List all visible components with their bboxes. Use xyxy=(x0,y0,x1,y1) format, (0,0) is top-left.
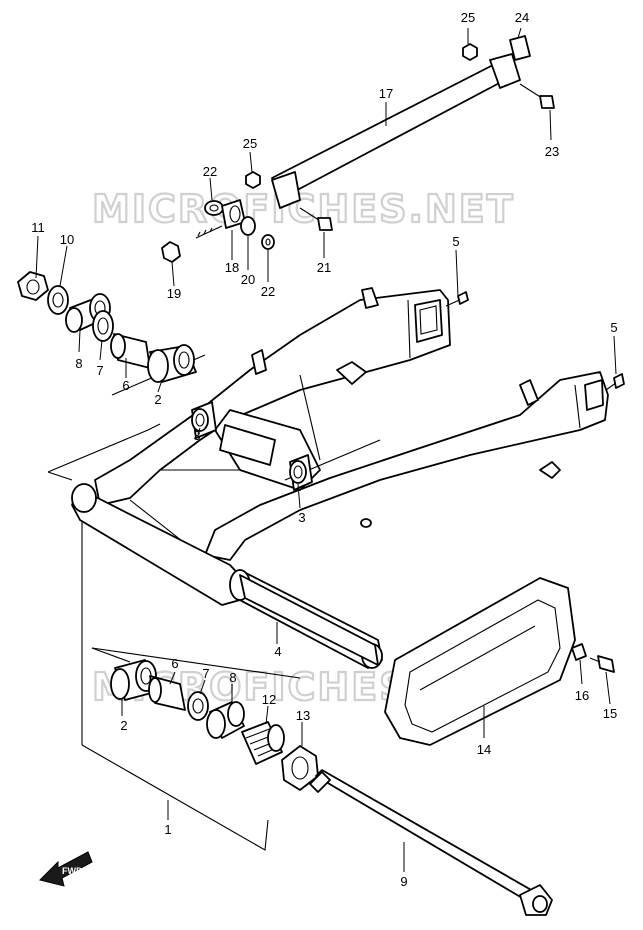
callouts: 1 2 2 3 3 4 5 5 6 6 7 7 8 8 9 10 11 12 1… xyxy=(31,10,617,889)
callout-7-upper: 7 xyxy=(96,363,103,378)
callout-8-lower: 8 xyxy=(229,670,236,685)
part-20-bushing xyxy=(240,216,256,236)
part-25-nut-mid xyxy=(245,171,261,189)
callout-15: 15 xyxy=(603,706,617,721)
part-7-washer-lower xyxy=(187,691,209,721)
fwd-label: FWD xyxy=(62,866,83,876)
assembly-outline xyxy=(47,354,301,851)
part-25-nut-top xyxy=(462,43,478,61)
part-10-washer xyxy=(47,285,69,315)
bearing-3-upper xyxy=(191,401,217,439)
callout-9: 9 xyxy=(400,874,407,889)
callout-25-top: 25 xyxy=(461,10,475,25)
part-6-spacer-lower xyxy=(148,675,186,711)
callout-5-upper: 5 xyxy=(452,234,459,249)
callout-22-upper: 22 xyxy=(203,164,217,179)
part-9-axle xyxy=(309,769,553,916)
callout-1: 1 xyxy=(164,822,171,837)
part-21-bolt xyxy=(299,207,333,231)
callout-25-mid: 25 xyxy=(243,136,257,151)
part-22-washer-upper xyxy=(204,200,224,216)
fwd-arrow-icon: FWD xyxy=(39,851,93,887)
bearing-3-lower xyxy=(289,454,313,491)
part-18-bolt xyxy=(195,225,223,239)
part-5-bolt-right xyxy=(605,373,625,391)
part-16-collar xyxy=(571,643,587,661)
watermark-top: MICROFICHES.NET xyxy=(92,187,515,231)
part-11-nut xyxy=(17,271,49,301)
part-19-nut xyxy=(161,241,181,263)
part-15-bolt xyxy=(589,655,615,673)
callout-21: 21 xyxy=(317,260,331,275)
callout-3-lower: 3 xyxy=(298,510,305,525)
callout-10: 10 xyxy=(60,232,74,247)
part-14-chain-case xyxy=(384,577,576,746)
callout-12: 12 xyxy=(262,692,276,707)
part-4-pivot-tube xyxy=(239,574,379,666)
callout-2-lower: 2 xyxy=(120,718,127,733)
callout-7-lower: 7 xyxy=(202,666,209,681)
callout-17: 17 xyxy=(379,86,393,101)
callout-20: 20 xyxy=(241,272,255,287)
callout-11: 11 xyxy=(31,220,45,235)
part-12-adjuster-thread xyxy=(241,721,285,765)
leader-lines xyxy=(35,27,617,872)
callout-16: 16 xyxy=(575,688,589,703)
callout-4: 4 xyxy=(274,644,281,659)
part-23-bolt-top xyxy=(519,83,555,109)
callout-6-upper: 6 xyxy=(122,378,129,393)
part-6-spacer-upper xyxy=(110,333,151,369)
part-24-bushing xyxy=(509,35,531,61)
callout-8-upper: 8 xyxy=(75,356,82,371)
part-17-cushion-rod xyxy=(271,53,521,209)
part-8-seal-lower xyxy=(206,701,245,739)
callout-22-lower: 22 xyxy=(261,284,275,299)
part-5-bolt-upper xyxy=(445,291,469,307)
part-7-washer-upper xyxy=(92,310,114,342)
callout-5-right: 5 xyxy=(610,320,617,335)
callout-2-upper: 2 xyxy=(154,392,161,407)
callout-3-upper: 3 xyxy=(193,428,200,443)
part-22-washer-lower xyxy=(261,234,275,250)
callout-23: 23 xyxy=(545,144,559,159)
callout-6-lower: 6 xyxy=(171,656,178,671)
callout-24: 24 xyxy=(515,10,529,25)
callout-18: 18 xyxy=(225,260,239,275)
callout-19: 19 xyxy=(167,286,181,301)
callout-14: 14 xyxy=(477,742,491,757)
callout-13: 13 xyxy=(296,708,310,723)
part-2-bearing-upper xyxy=(147,344,197,383)
